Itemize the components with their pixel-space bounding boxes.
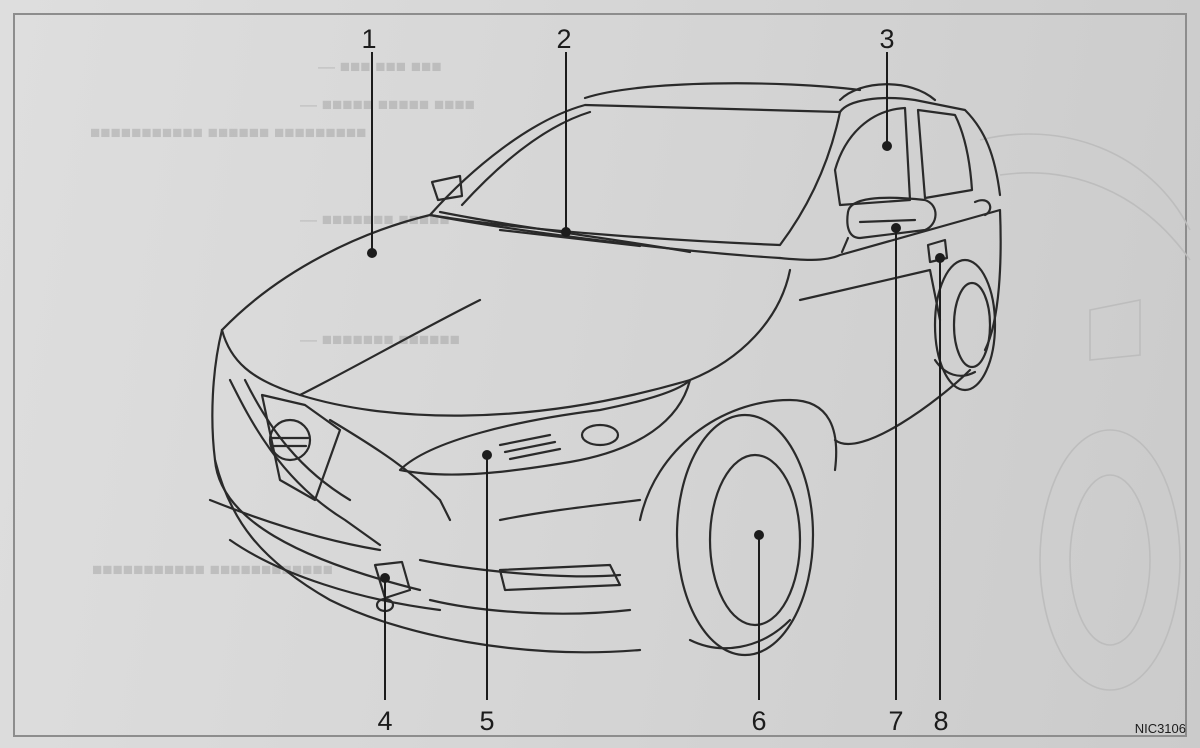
callout-label-2: 2 bbox=[556, 24, 572, 54]
bleed-through-text: — ■■■■■■■ ■■■■■■ bbox=[300, 330, 460, 349]
callout-leaders bbox=[367, 52, 945, 700]
bleed-through-text: — ■■■■■■■ ■■■■■ bbox=[300, 210, 450, 229]
callout-label-3: 3 bbox=[879, 24, 895, 54]
callout-label-5: 5 bbox=[479, 706, 495, 736]
callout-label-1: 1 bbox=[361, 24, 377, 54]
callout-label-8: 8 bbox=[933, 706, 949, 736]
bleed-through-text: — ■■■■■ ■■■■■ ■■■■ bbox=[300, 95, 475, 114]
callout-label-6: 6 bbox=[751, 706, 767, 736]
bleed-through-text: — ■■■ ■■■ ■■■ bbox=[318, 57, 442, 76]
callout-label-7: 7 bbox=[888, 706, 904, 736]
callout-label-4: 4 bbox=[377, 706, 393, 736]
car-outline bbox=[208, 82, 1002, 657]
page-border bbox=[13, 13, 1187, 737]
figure-code: NIC3106 bbox=[1134, 721, 1186, 736]
background-sketch bbox=[979, 133, 1191, 691]
bleed-through-text: ■■■■■■■■■■■ ■■■■■■ ■■■■■■■■■ bbox=[90, 123, 367, 142]
